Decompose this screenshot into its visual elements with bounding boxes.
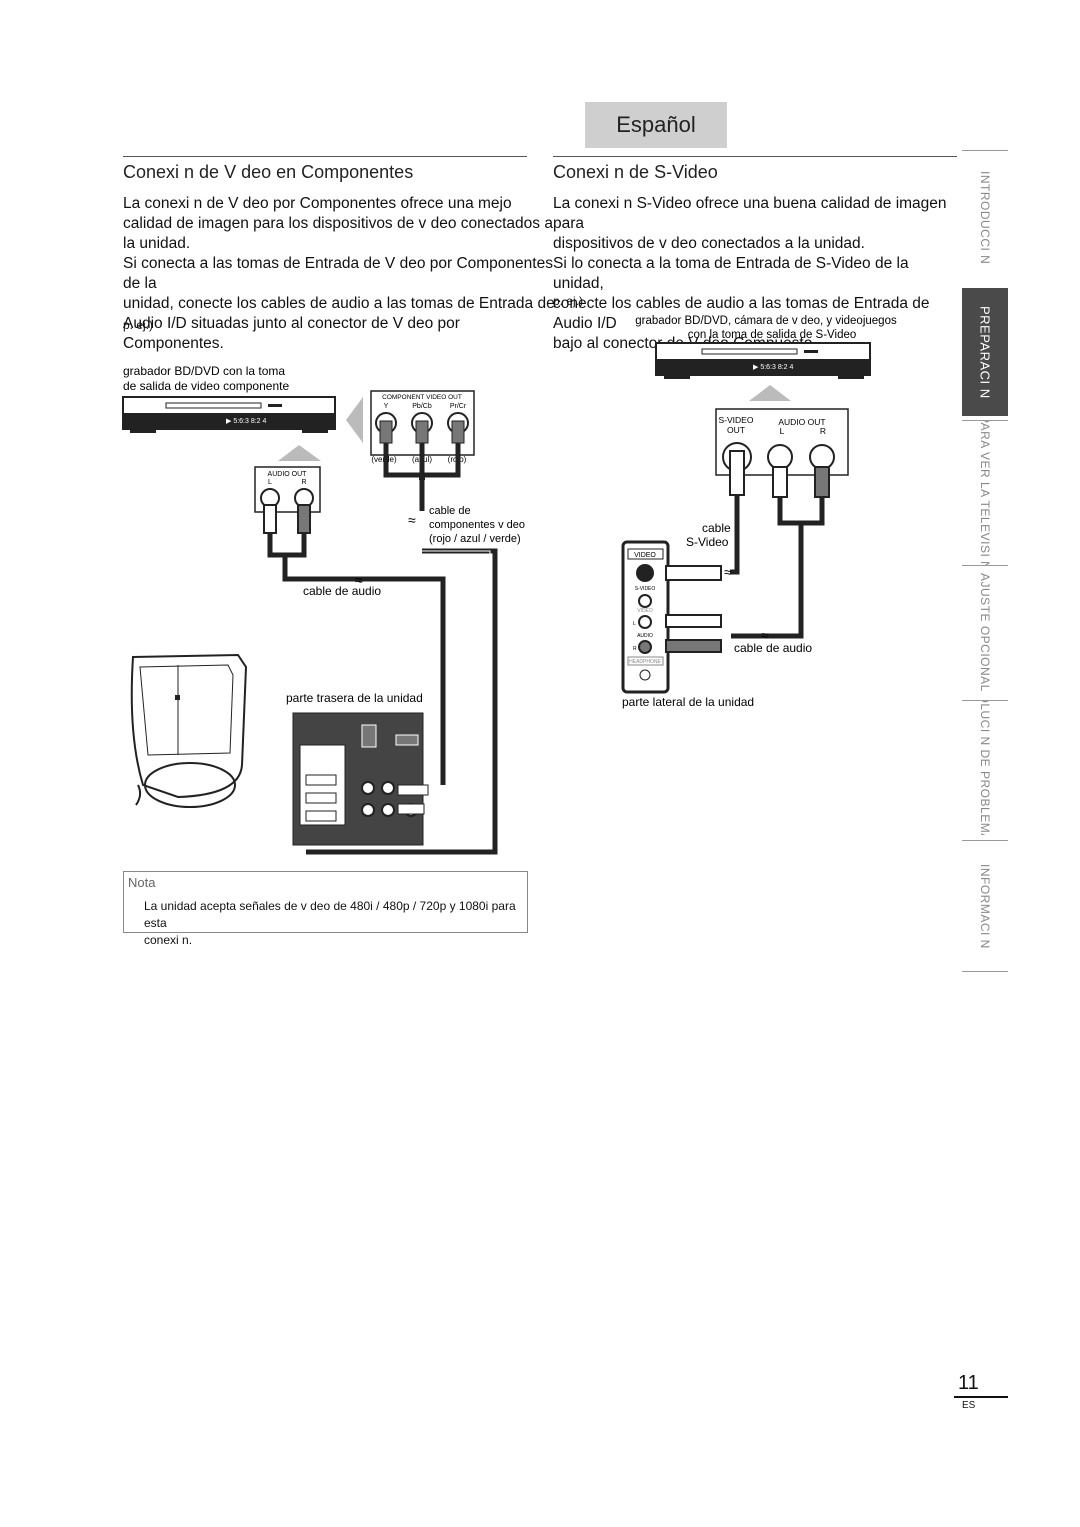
side-tab-label: INTRODUCCI N xyxy=(978,171,992,265)
component-connection-diagram: grabador BD/DVD con la toma de salida de… xyxy=(122,364,525,855)
right-paragraph-line: La conexi n S-Video ofrece una buena cal… xyxy=(553,195,947,232)
side-tab-para-ver-la-television[interactable]: PARA VER LA TELEVISI N xyxy=(962,420,1008,565)
side-tab-label: PARA VER LA TELEVISI N xyxy=(978,420,992,565)
svg-text:≈: ≈ xyxy=(761,627,769,643)
right-device-label-line-2: con la toma de salida de S-Video xyxy=(688,329,857,341)
svideo-audio-out-jacks: S-VIDEO OUT AUDIO OUT L R xyxy=(715,408,849,498)
right-paragraph-line: dispositivos de v deo conectados a la un… xyxy=(553,235,865,252)
svg-text:R: R xyxy=(633,646,637,652)
note-text: La unidad acepta señales de v deo de 480… xyxy=(144,898,522,949)
device-label-line-2: de salida de video componente xyxy=(123,379,289,393)
svg-text:VIDEO: VIDEO xyxy=(634,552,656,559)
side-tab-ajuste-opcional[interactable]: AJUSTE OPCIONAL xyxy=(962,565,1008,698)
right-paragraph-line: Si lo conecta a la toma de Entrada de S-… xyxy=(553,255,909,292)
arrow-left-icon xyxy=(346,397,363,443)
svg-text:R: R xyxy=(301,479,306,486)
svg-text:L: L xyxy=(633,621,636,627)
right-title-rule xyxy=(553,156,957,157)
svideo-cable-label-2: S-Video xyxy=(686,535,729,549)
note-text-line: conexi n. xyxy=(144,933,193,947)
svideo-cable-label-1: cable xyxy=(702,521,731,535)
page-number-rule xyxy=(954,1396,1008,1398)
svg-text:HEADPHONE: HEADPHONE xyxy=(629,659,661,665)
svg-text:OUT: OUT xyxy=(727,425,745,435)
note-box: Nota La unidad acepta señales de v deo d… xyxy=(123,871,528,947)
side-tab-label: INFORMACI N xyxy=(978,863,992,949)
svideo-connection-diagram: grabador BD/DVD, cámara de v deo, y vide… xyxy=(621,315,897,709)
svg-text:≈: ≈ xyxy=(408,512,416,528)
side-tab-label: AJUSTE OPCIONAL xyxy=(978,572,992,692)
audio-out-jacks: AUDIO OUT L R xyxy=(254,466,321,534)
right-paragraph-line: conecte los cables de audio a las tomas … xyxy=(553,295,930,332)
left-paragraph-line: unidad, conecte los cables de audio a la… xyxy=(123,295,555,312)
svg-text:L: L xyxy=(268,479,272,486)
svg-text:≈: ≈ xyxy=(355,572,363,588)
svg-text:▶ 5:6:3 8:2 4: ▶ 5:6:3 8:2 4 xyxy=(753,364,794,371)
side-panel-illustration: VIDEO S-VIDEO VIDEO L AUDIO R HEADPHONE xyxy=(621,540,722,694)
left-body: La conexi n de V deo por Componentes ofr… xyxy=(123,194,563,354)
left-paragraph-line: Si conecta a las tomas de Entrada de V d… xyxy=(123,255,553,292)
rear-panel-label: parte trasera de la unidad xyxy=(286,691,423,705)
svg-text:Y: Y xyxy=(384,403,389,410)
svg-text:S-VIDEO: S-VIDEO xyxy=(635,586,656,592)
left-paragraph-line: La conexi n de V deo por Componentes ofr… xyxy=(123,195,512,212)
note-title: Nota xyxy=(128,875,156,890)
svg-text:Pb/Cb: Pb/Cb xyxy=(412,403,432,410)
svg-text:▶ 5:6:3 8:2 4: ▶ 5:6:3 8:2 4 xyxy=(226,418,267,425)
svg-text:AUDIO: AUDIO xyxy=(637,633,653,639)
svg-text:VIDEO: VIDEO xyxy=(637,608,653,614)
svg-text:R: R xyxy=(820,426,826,436)
device-label-line-1: grabador BD/DVD con la toma xyxy=(123,364,285,378)
left-paragraph-line: Audio I/D situadas junto al conector de … xyxy=(123,315,460,352)
bd-dvd-recorder-icon: ▶ 5:6:3 8:2 4 xyxy=(122,396,336,433)
arrow-up-icon xyxy=(749,385,791,401)
left-paragraph-line: la unidad. xyxy=(123,235,191,252)
svg-text:AUDIO OUT: AUDIO OUT xyxy=(268,471,308,478)
side-tab-label: SOLUCI N DE PROBLEMAS xyxy=(978,700,992,835)
right-eg-label: p. ej.) xyxy=(553,294,584,308)
component-cable-label-2: componentes v deo xyxy=(429,519,525,531)
svg-text:L: L xyxy=(780,426,785,436)
side-tab-preparacion[interactable]: PREPARACI N xyxy=(962,288,1008,416)
side-panel-label: parte lateral de la unidad xyxy=(622,695,754,709)
page-language: ES xyxy=(962,1400,976,1411)
bd-dvd-recorder-icon: ▶ 5:6:3 8:2 4 xyxy=(655,342,871,379)
component-cable-label-3: (rojo / azul / verde) xyxy=(429,533,521,545)
left-title-rule xyxy=(123,156,527,157)
svg-text:S-VIDEO: S-VIDEO xyxy=(719,415,754,425)
right-device-label-line-1: grabador BD/DVD, cámara de v deo, y vide… xyxy=(635,315,897,327)
page-number: 11 xyxy=(958,1372,979,1394)
note-text-line: La unidad acepta señales de v deo de 480… xyxy=(144,899,516,930)
left-section-title: Conexi n de V deo en Componentes xyxy=(123,162,414,182)
side-tab-label: PREPARACI N xyxy=(977,305,993,399)
right-section-title: Conexi n de S-Video xyxy=(553,162,718,182)
side-tab-introduccion[interactable]: INTRODUCCI N xyxy=(962,150,1008,285)
component-cable-label-1: cable de xyxy=(429,505,471,517)
left-paragraph-line: calidad de imagen para los dispositivos … xyxy=(123,215,553,232)
arrow-up-icon xyxy=(278,445,321,461)
svg-text:AUDIO OUT: AUDIO OUT xyxy=(778,417,825,427)
tv-rear-illustration xyxy=(130,653,248,808)
language-tab: Español xyxy=(585,102,727,148)
side-tab-solucion-de-problemas[interactable]: SOLUCI N DE PROBLEMAS xyxy=(962,700,1008,835)
svg-text:≈: ≈ xyxy=(724,564,732,580)
right-body: La conexi n S-Video ofrece una buena cal… xyxy=(553,194,958,354)
svg-text:Pr/Cr: Pr/Cr xyxy=(450,403,467,410)
audio-cable-label: cable de audio xyxy=(303,584,381,598)
right-audio-cable-label: cable de audio xyxy=(734,641,812,655)
svg-text:COMPONENT VIDEO OUT: COMPONENT VIDEO OUT xyxy=(382,394,462,401)
side-tab-informacion[interactable]: INFORMACI N xyxy=(962,840,1008,972)
left-eg-label: p. ej.) xyxy=(123,318,154,332)
rear-panel-illustration xyxy=(292,712,429,846)
